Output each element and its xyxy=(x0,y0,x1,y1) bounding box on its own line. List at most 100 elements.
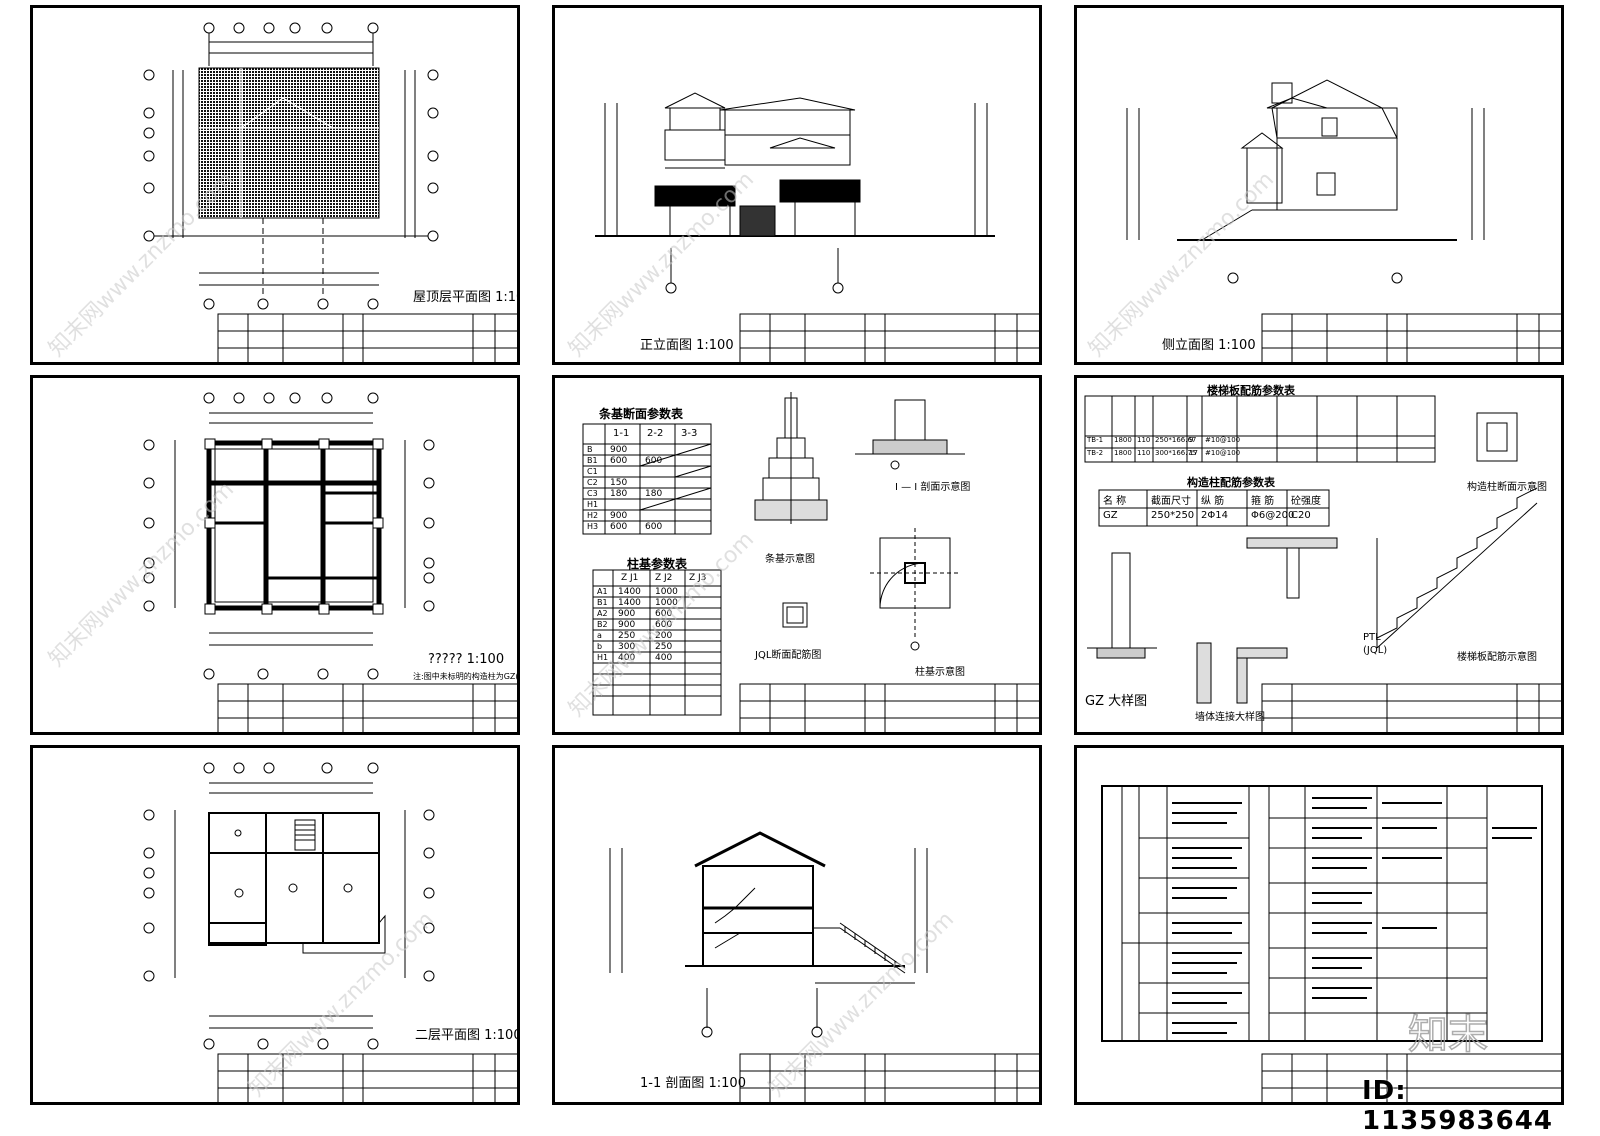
title-block xyxy=(217,683,517,732)
strip-row-label: H2 xyxy=(587,511,599,520)
column-cell: 900 xyxy=(618,620,636,630)
foundation-plan-drawing xyxy=(143,392,517,732)
scale-label: 二层平面图 1:100 xyxy=(415,1028,520,1043)
strip-row-label: B xyxy=(587,445,593,454)
gz-header: 箍 筋 xyxy=(1251,496,1275,507)
strip-col-header: 1-1 xyxy=(613,428,630,439)
strip-row-label: C1 xyxy=(587,467,598,476)
column-col-header: Z J2 xyxy=(655,573,673,583)
wall-detail-label: 墙体连接大样图 xyxy=(1195,712,1265,723)
front-elevation-drawing xyxy=(595,92,1039,362)
stair-cell: 110 xyxy=(1137,436,1151,444)
foundation-details-drawing xyxy=(582,392,965,716)
sheet-foundation-plan: ????? 1:100 注:图中未标明的构造柱为GZ(JQL) xyxy=(30,375,520,735)
strip-cell: 600 xyxy=(645,522,663,532)
column-table-title: 柱基参数表 xyxy=(627,557,688,571)
strip-table-title: 条基断面参数表 xyxy=(599,407,684,421)
strip-cell: 900 xyxy=(610,511,628,521)
id-label: ID: 1135983644 xyxy=(1362,1076,1553,1136)
strip-row-label: H3 xyxy=(587,522,599,531)
stair-detail-label: 楼梯板配筋示意图 xyxy=(1457,652,1537,663)
column-diagram-label: 柱基示意图 xyxy=(915,667,965,678)
column-cell: 300 xyxy=(618,642,636,652)
stair-cell: #10@100 xyxy=(1205,436,1241,444)
design-notes-table xyxy=(1101,785,1561,1102)
column-cell: 600 xyxy=(655,609,673,619)
strip-cell: 600 xyxy=(645,456,663,466)
strip-row-label: C2 xyxy=(587,478,598,487)
stair-cell: 300*166.75 xyxy=(1155,449,1197,457)
column-col-header: Z J1 xyxy=(621,573,639,583)
column-row-label: b xyxy=(597,642,603,651)
strip-diagram-label: 条基示意图 xyxy=(765,554,815,565)
strip-row-label: H1 xyxy=(587,500,599,509)
column-cell: 1000 xyxy=(655,598,678,608)
title-block xyxy=(739,313,1039,362)
sheet-second-floor-plan: 二层平面图 1:100 xyxy=(30,745,520,1105)
stair-cell: TB-1 xyxy=(1087,436,1104,444)
sheet-front-elevation: 正立面图 1:100 xyxy=(552,5,1042,365)
column-cell: 1400 xyxy=(618,587,641,597)
column-cell: 900 xyxy=(618,609,636,619)
column-cell: 250 xyxy=(618,631,636,641)
strip-cell: 600 xyxy=(610,522,628,532)
ptl-label: PTL xyxy=(1363,632,1381,643)
strip-row-label: C3 xyxy=(587,489,598,498)
sheet-roof-plan: 屋顶层平面图 1:100 xyxy=(30,5,520,365)
sheet-section-1-1: 1-1 剖面图 1:100 xyxy=(552,745,1042,1105)
gz-header: 名 称 xyxy=(1103,496,1127,507)
strip-cell: 600 xyxy=(610,456,628,466)
strip-col-header: 3-3 xyxy=(681,428,698,439)
column-cell: 600 xyxy=(655,620,673,630)
jql-label: JQL断面配筋图 xyxy=(755,650,822,661)
strip-cell: 180 xyxy=(610,489,628,499)
gz-header: 截面尺寸 xyxy=(1151,496,1191,507)
gz-section-label: 构造柱断面示意图 xyxy=(1467,482,1547,493)
plan-note: 注:图中未标明的构造柱为GZ(JQL) xyxy=(413,672,519,681)
column-col-header: Z J3 xyxy=(689,573,707,583)
stair-cell: 1800 xyxy=(1114,449,1132,457)
gz-cell: 2Φ14 xyxy=(1201,510,1228,521)
gz-table-title: 构造柱配筋参数表 xyxy=(1187,476,1275,489)
title-block xyxy=(739,1053,1039,1102)
sheet-foundation-details: 条基断面参数表 xyxy=(552,375,1042,735)
grid-bubbles-top xyxy=(203,22,379,66)
title-block xyxy=(1261,1053,1561,1102)
column-cell: 400 xyxy=(618,653,636,663)
stair-cell: 250*166.67 xyxy=(1155,436,1197,444)
gz-cell: Φ6@200 xyxy=(1251,510,1295,521)
strip-cell: 900 xyxy=(610,445,628,455)
scale-label: 正立面图 1:100 xyxy=(640,338,734,353)
stair-cell: #10@100 xyxy=(1205,449,1241,457)
sheet-stair-details: 楼梯板配筋参数表 构造柱配筋 xyxy=(1074,375,1564,735)
column-cell: 250 xyxy=(655,642,673,652)
title-block xyxy=(1261,313,1561,362)
column-cell: 200 xyxy=(655,631,673,641)
second-floor-plan-drawing xyxy=(143,762,517,1102)
strip-col-header: 2-2 xyxy=(647,428,664,439)
gz-cell: 250*250 xyxy=(1151,510,1195,521)
scale-label: 屋顶层平面图 1:100 xyxy=(413,290,517,305)
column-row-label: B2 xyxy=(597,620,608,629)
scale-label: 1-1 剖面图 1:100 xyxy=(640,1076,746,1091)
column-cell: 1000 xyxy=(655,587,678,597)
section-drawing xyxy=(609,831,1039,1102)
scale-label: 侧立面图 1:100 xyxy=(1162,338,1256,353)
jql-small-label: (JQL) xyxy=(1363,645,1388,656)
side-elevation-drawing xyxy=(1126,79,1561,362)
stair-details-drawing xyxy=(1084,395,1538,704)
gz-header: 砼强度 xyxy=(1291,496,1321,507)
strip-cell: 150 xyxy=(610,478,628,488)
stair-cell: 17 xyxy=(1189,449,1198,457)
stair-cell: TB-2 xyxy=(1087,449,1104,457)
section-diagram-label: I — I 剖面示意图 xyxy=(895,482,971,493)
stair-cell: 110 xyxy=(1137,449,1151,457)
column-row-label: A1 xyxy=(597,587,608,596)
roof-plan-drawing xyxy=(143,22,517,362)
stair-cell: 9 xyxy=(1189,436,1194,444)
scale-label: ????? 1:100 xyxy=(428,652,505,667)
stair-table-title: 楼梯板配筋参数表 xyxy=(1207,384,1295,397)
title-block xyxy=(217,1053,517,1102)
strip-row-label: B1 xyxy=(587,456,598,465)
title-block xyxy=(217,313,517,362)
